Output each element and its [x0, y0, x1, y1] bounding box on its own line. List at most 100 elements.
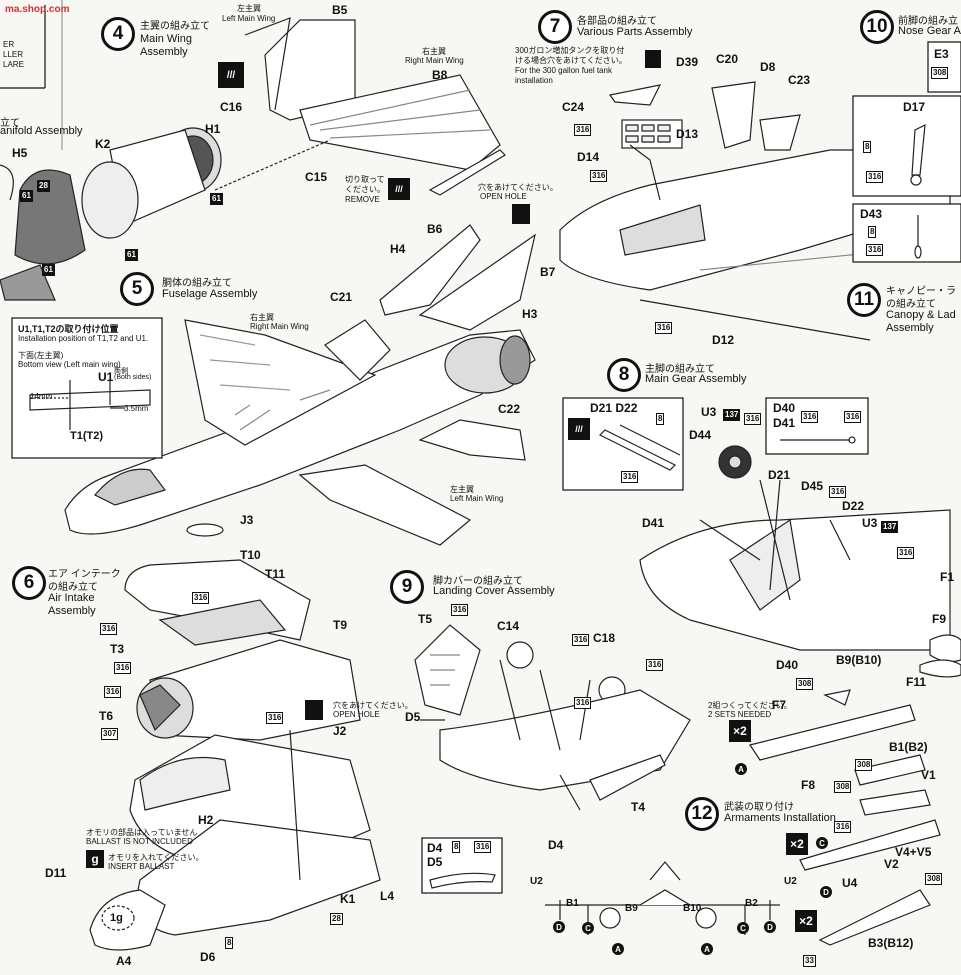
step-5-en-title: Fuselage Assembly: [162, 288, 258, 300]
part-h2: H2: [198, 813, 214, 827]
part-k1: K1: [340, 892, 356, 906]
knife-icon: ///: [568, 418, 590, 440]
step-11-jp-title-2: の組み立て: [886, 299, 936, 310]
step-5-jp-title: 胴体の組み立て: [162, 278, 232, 289]
part-d21: D21: [768, 468, 791, 482]
part-d11: D11: [45, 866, 67, 880]
part-c16: C16: [220, 100, 243, 114]
color-code-badge: 8: [452, 841, 461, 853]
right-wing-en-5: Right Main Wing: [250, 322, 309, 331]
cut-icon: ///: [388, 178, 410, 200]
armaments-drawing: [749, 634, 961, 946]
tank-jp-2: ける場合穴をあけてください。: [515, 56, 627, 65]
inset-u1: U1: [98, 370, 114, 384]
ballast-weight: 1g: [110, 912, 123, 924]
part-t11: T11: [265, 567, 286, 581]
ballast-note-1: オモリの部品は入っていません: [86, 828, 198, 837]
part-u3: U3: [701, 405, 717, 419]
step-10-jp-title: 前脚の組み立: [898, 16, 958, 27]
tank-en-2: installation: [515, 76, 553, 85]
left-wing-en: Left Main Wing: [222, 14, 276, 23]
color-code-badge: 8: [868, 226, 877, 238]
step-4-number: 4: [101, 17, 135, 51]
watermark: ma.shop.com: [5, 4, 70, 15]
part-b1-b2: B1(B2): [889, 740, 928, 754]
color-code-badge: 316: [834, 821, 852, 833]
part-c23: C23: [788, 73, 811, 87]
part-u4: U4: [842, 876, 858, 890]
part-a4: A4: [116, 954, 132, 968]
part-d6: D6: [200, 950, 216, 964]
step-6-jp-title-2: の組み立て: [48, 582, 98, 593]
part-d43: D43: [860, 207, 883, 221]
bottom-b2: B2: [745, 898, 758, 909]
step-7-en-title: Various Parts Assembly: [577, 26, 693, 38]
part-d4: D4: [548, 838, 564, 852]
step-10-en-title: Nose Gear A: [898, 25, 961, 37]
bottom-b9: B9: [625, 903, 638, 914]
part-f7: F7: [772, 698, 787, 712]
part-t4: T4: [631, 800, 646, 814]
bottom-u2-right: U2: [784, 876, 797, 887]
color-code-badge: 316: [451, 604, 469, 616]
part-t5: T5: [418, 612, 433, 626]
color-code-badge: 316: [646, 659, 664, 671]
inset-dim-3-5: 3.5mm: [124, 404, 149, 413]
part-b9-b10: B9(B10): [836, 653, 882, 667]
color-code-badge: 28: [330, 913, 343, 925]
step-8-number: 8: [607, 358, 641, 392]
times-two-badge: ×2: [786, 833, 808, 855]
drill-icon: [305, 700, 323, 720]
part-d17: D17: [903, 100, 926, 114]
part-c15: C15: [305, 170, 328, 184]
color-code-badge: 316: [574, 124, 592, 136]
step-7-number: 7: [538, 10, 572, 44]
inset-both-en: (Both sides): [114, 374, 152, 381]
inset-both-jp: 両側: [114, 368, 128, 375]
open-hole-en: OPEN HOLE: [480, 192, 527, 201]
step-11-jp-title-1: キャノピー・ラ: [886, 286, 956, 297]
paint-marker-d: D: [820, 886, 832, 898]
step-6-en-title-1: Air Intake: [48, 592, 95, 604]
part-d21-d22: D21 D22: [590, 401, 638, 415]
top-left-line-2: LLER: [3, 50, 24, 59]
step-10-number: 10: [860, 10, 894, 44]
step-4-jp-title: 主翼の組み立て: [140, 21, 210, 32]
color-code-badge: 308: [925, 873, 943, 885]
paint-marker-c: C: [816, 837, 828, 849]
part-f9: F9: [932, 612, 947, 626]
part-b3-b12: B3(B12): [868, 936, 914, 950]
color-code-badge: 308: [796, 678, 814, 690]
color-code-badge: 316: [104, 686, 122, 698]
left-wing-en-5: Left Main Wing: [450, 494, 504, 503]
code-badge-61: 61: [42, 264, 55, 276]
step-8-jp-title: 主脚の組み立て: [645, 364, 715, 375]
part-c20: C20: [716, 52, 739, 66]
part-c24: C24: [562, 100, 585, 114]
color-code-badge: 316: [621, 471, 639, 483]
part-t10: T10: [240, 548, 261, 562]
part-k2: K2: [95, 137, 111, 151]
position-inset-drawing: [29, 380, 151, 430]
part-d13: D13: [676, 127, 699, 141]
step-11-en-title-2: Assembly: [886, 322, 934, 334]
part-f1: F1: [940, 570, 955, 584]
part-b8: B8: [432, 68, 448, 82]
paint-marker-a: A: [612, 943, 624, 955]
ballast-note-3: オモリを入れてください。: [108, 853, 204, 862]
part-c18: C18: [593, 631, 616, 645]
part-v4-v5: V4+V5: [895, 845, 932, 859]
step-12-number: 12: [685, 797, 719, 831]
part-v2: V2: [884, 857, 899, 871]
part-t9: T9: [333, 618, 348, 632]
color-code-badge: 33: [803, 955, 816, 967]
fuselage-drawing: [64, 224, 536, 546]
part-c14: C14: [497, 619, 520, 633]
part-u3-b: U3: [862, 516, 878, 530]
times-two-badge: ×2: [795, 910, 817, 932]
sets-needed-en: 2 SETS NEEDED: [708, 710, 772, 719]
color-code-badge: 316: [114, 662, 132, 674]
color-code-badge: 316: [590, 170, 608, 182]
color-code-badge: 137: [881, 521, 899, 533]
color-code-badge: 316: [572, 634, 590, 646]
